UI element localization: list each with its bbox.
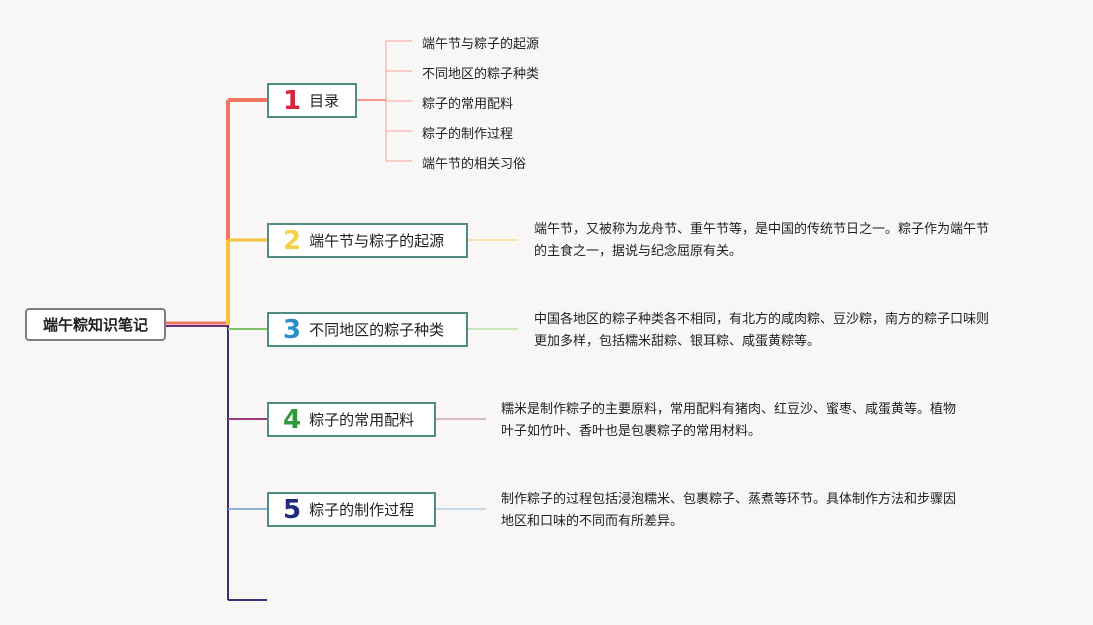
topic-description-process: 制作粽子的过程包括浸泡糯米、包裹粽子、蒸煮等环节。具体制作方法和步骤因 地区和口…	[501, 489, 956, 533]
description-line: 叶子如竹叶、香叶也是包裹粽子的常用材料。	[501, 424, 762, 439]
number-1-icon: 1	[283, 85, 302, 116]
topic-node-toc[interactable]: 1 目录	[267, 83, 357, 118]
root-node[interactable]: 端午粽知识笔记	[25, 308, 166, 341]
toc-item[interactable]: 端午节与粽子的起源	[422, 37, 540, 52]
topic-node-regional-types[interactable]: 3 不同地区的粽子种类	[267, 312, 468, 347]
topic-description-ingredients: 糯米是制作粽子的主要原料，常用配料有猪肉、红豆沙、蜜枣、咸蛋黄等。植物 叶子如竹…	[501, 399, 956, 443]
topic-description-regional-types: 中国各地区的粽子种类各不相同，有北方的咸肉粽、豆沙粽，南方的粽子口味则 更加多样…	[534, 309, 989, 353]
description-line: 糯米是制作粽子的主要原料，常用配料有猪肉、红豆沙、蜜枣、咸蛋黄等。植物	[501, 402, 957, 417]
number-3-icon: 3	[283, 314, 302, 345]
description-line: 端午节，又被称为龙舟节、重午节等，是中国的传统节日之一。粽子作为端午节	[534, 222, 990, 237]
topic-node-label: 粽子的常用配料	[309, 411, 415, 429]
topic-node-label: 目录	[309, 92, 340, 110]
root-node-label: 端午粽知识笔记	[42, 316, 148, 334]
topic-node-label: 粽子的制作过程	[309, 501, 415, 519]
topic-node-label: 端午节与粽子的起源	[309, 232, 445, 250]
topic-node-process[interactable]: 5 粽子的制作过程	[267, 492, 436, 527]
description-line: 制作粽子的过程包括浸泡糯米、包裹粽子、蒸煮等环节。具体制作方法和步骤因	[501, 492, 957, 507]
topic-node-origin[interactable]: 2 端午节与粽子的起源	[267, 223, 468, 258]
topic-node-label: 不同地区的粽子种类	[309, 321, 445, 339]
topic-node-ingredients[interactable]: 4 粽子的常用配料	[267, 402, 436, 437]
topic-description-origin: 端午节，又被称为龙舟节、重午节等，是中国的传统节日之一。粽子作为端午节 的主食之…	[534, 219, 989, 263]
toc-item[interactable]: 粽子的常用配料	[422, 97, 514, 112]
number-2-icon: 2	[283, 225, 302, 256]
number-4-icon: 4	[283, 404, 302, 435]
toc-item[interactable]: 不同地区的粽子种类	[422, 67, 540, 82]
number-5-icon: 5	[283, 494, 302, 525]
description-line: 更加多样，包括糯米甜粽、银耳粽、咸蛋黄粽等。	[534, 334, 821, 349]
toc-item[interactable]: 粽子的制作过程	[422, 127, 514, 142]
description-line: 的主食之一，据说与纪念屈原有关。	[534, 244, 743, 259]
description-line: 地区和口味的不同而有所差异。	[501, 514, 684, 529]
toc-item[interactable]: 端午节的相关习俗	[422, 157, 527, 172]
description-line: 中国各地区的粽子种类各不相同，有北方的咸肉粽、豆沙粽，南方的粽子口味则	[534, 312, 990, 327]
